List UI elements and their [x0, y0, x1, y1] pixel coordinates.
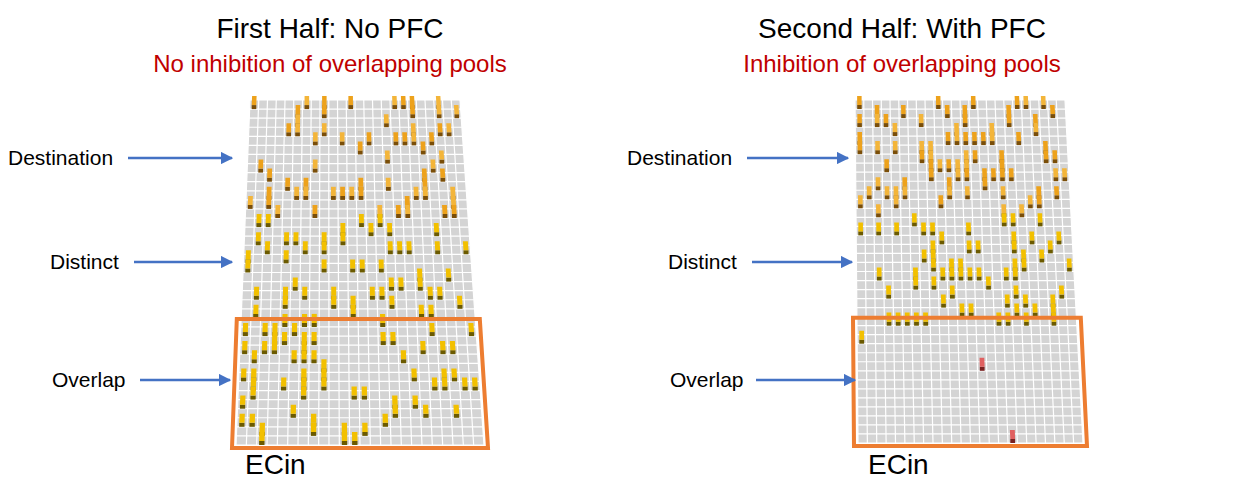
panel-subtitle: Inhibition of overlapping pools — [743, 50, 1061, 79]
pointer-arrow — [128, 157, 232, 160]
unit-cubes — [239, 96, 478, 445]
grid-layer — [853, 96, 1087, 446]
grid-layer — [232, 96, 488, 448]
region-label: Overlap — [670, 367, 744, 392]
layer-label: ECin — [868, 448, 929, 482]
unit-cubes — [857, 96, 1072, 443]
overlap-highlight-box — [232, 319, 488, 448]
pointer-arrow — [747, 157, 848, 160]
panel-subtitle: No inhibition of overlapping pools — [153, 50, 507, 79]
panel-title: First Half: No PFC — [216, 12, 443, 46]
panel-title: Second Half: With PFC — [758, 12, 1046, 46]
region-label: Distinct — [50, 249, 119, 274]
pointer-arrow — [756, 379, 855, 382]
pointer-arrow — [140, 379, 230, 382]
pointer-arrow — [134, 261, 232, 264]
grid-sheet — [236, 100, 484, 445]
grid-sheet — [855, 100, 1083, 443]
region-label: Distinct — [668, 249, 737, 274]
overlap-highlight-box — [853, 318, 1087, 446]
region-label: Destination — [627, 145, 732, 170]
region-label: Overlap — [52, 367, 126, 392]
layer-label: ECin — [245, 448, 306, 482]
region-label: Destination — [8, 145, 113, 170]
grid-lines — [855, 100, 1083, 443]
pointer-arrow — [752, 261, 852, 264]
grid-lines — [236, 100, 484, 445]
